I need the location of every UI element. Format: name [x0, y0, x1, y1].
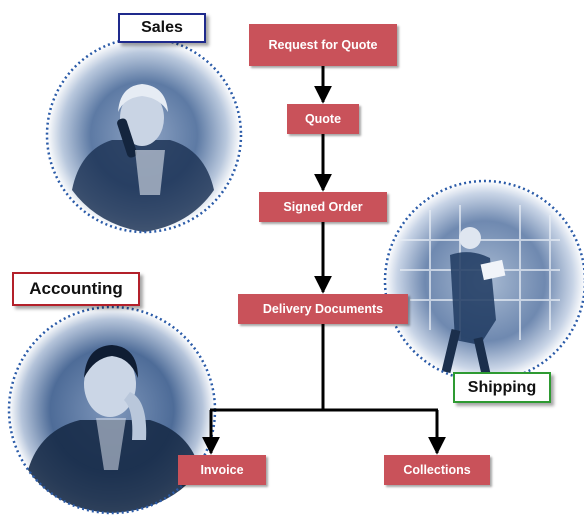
shipping-tag-label: Shipping [467, 378, 537, 396]
accounting-tag: Accounting [12, 272, 140, 306]
invoice-label: Invoice [200, 463, 244, 477]
delivery-documents-label: Delivery Documents [262, 302, 384, 316]
worker-with-clipboard-icon [400, 205, 560, 375]
accounting-tag-label: Accounting [29, 279, 123, 298]
woman-on-phone-icon [72, 84, 214, 232]
sales-tag-label: Sales [141, 19, 183, 36]
collections-label: Collections [403, 463, 471, 477]
shipping-tag: Shipping [453, 372, 551, 403]
sales-tag: Sales [118, 13, 206, 43]
collections-box: Collections [384, 455, 490, 485]
request-for-quote-box: Request for Quote [249, 24, 397, 66]
thinking-man-icon [28, 345, 200, 513]
signed-order-box: Signed Order [259, 192, 387, 222]
sales-photo [45, 36, 243, 234]
shipping-photo [383, 179, 584, 383]
quote-label: Quote [304, 112, 342, 126]
flow-connectors [202, 66, 446, 455]
signed-order-label: Signed Order [283, 200, 363, 214]
accounting-photo [7, 305, 217, 515]
delivery-documents-box: Delivery Documents [238, 294, 408, 324]
invoice-box: Invoice [178, 455, 266, 485]
request-for-quote-label: Request for Quote [268, 38, 378, 52]
quote-box: Quote [287, 104, 359, 134]
